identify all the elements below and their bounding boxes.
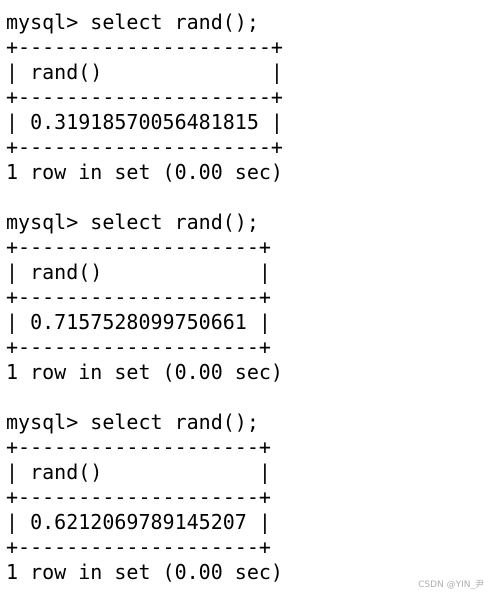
result-status: 1 row in set (0.00 sec): [6, 560, 283, 584]
table-value-row: | 0.6212069789145207 |: [6, 510, 271, 534]
table-border-top: +--------------------+: [6, 235, 271, 259]
result-status: 1 row in set (0.00 sec): [6, 360, 283, 384]
table-border-top: +---------------------+: [6, 35, 283, 59]
table-header-row: | rand() |: [6, 460, 271, 484]
command-line: mysql> select rand();: [6, 210, 259, 234]
table-border-top: +--------------------+: [6, 435, 271, 459]
command-line: mysql> select rand();: [6, 410, 259, 434]
table-value-row: | 0.31918570056481815 |: [6, 110, 283, 134]
table-border-bottom: +--------------------+: [6, 335, 271, 359]
result-status: 1 row in set (0.00 sec): [6, 160, 283, 184]
table-header-row: | rand() |: [6, 60, 283, 84]
table-border-mid: +--------------------+: [6, 485, 271, 509]
query-block-1: mysql> select rand(); +-----------------…: [6, 10, 489, 185]
table-border-bottom: +--------------------+: [6, 535, 271, 559]
command-line: mysql> select rand();: [6, 10, 259, 34]
table-border-bottom: +---------------------+: [6, 135, 283, 159]
blank-line: [6, 185, 489, 210]
watermark: CSDN @YIN_尹: [418, 580, 484, 590]
table-border-mid: +---------------------+: [6, 85, 283, 109]
blank-line: [6, 385, 489, 410]
table-value-row: | 0.7157528099750661 |: [6, 310, 271, 334]
table-header-row: | rand() |: [6, 260, 271, 284]
query-block-3: mysql> select rand(); +-----------------…: [6, 410, 489, 585]
terminal-output[interactable]: mysql> select rand(); +-----------------…: [6, 10, 489, 596]
query-block-2: mysql> select rand(); +-----------------…: [6, 210, 489, 385]
table-border-mid: +--------------------+: [6, 285, 271, 309]
